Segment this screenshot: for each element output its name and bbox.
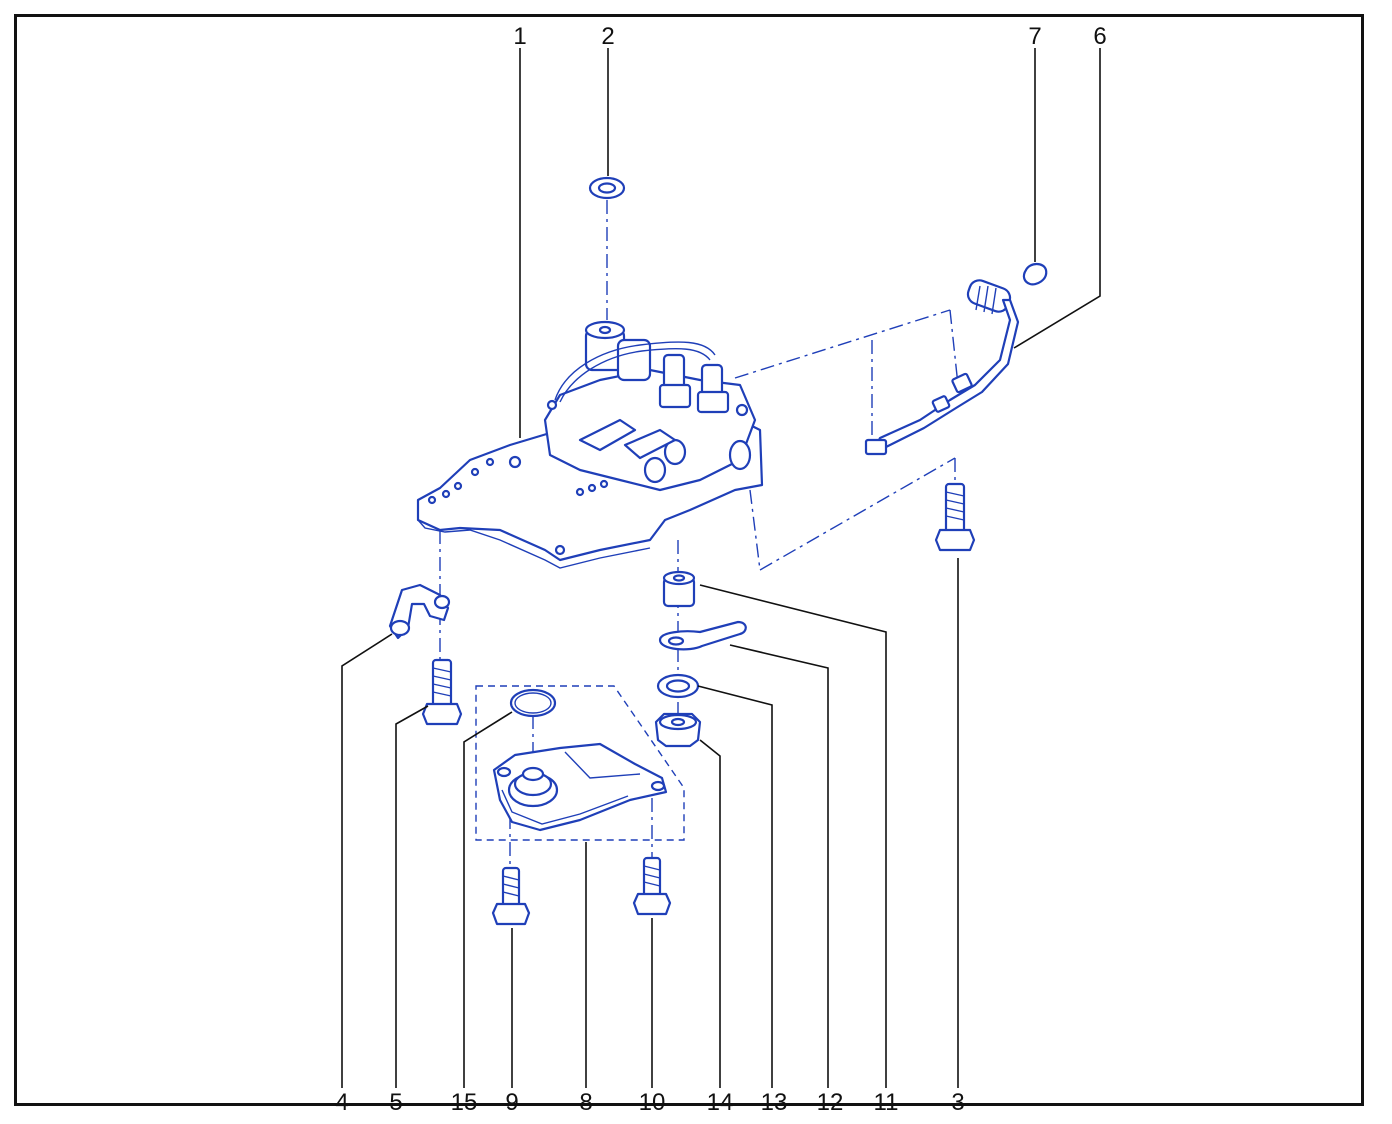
callout-1: 1 [513, 23, 526, 50]
part-10-bolt [632, 856, 672, 916]
callout-12: 12 [817, 1089, 844, 1116]
centerlines [439, 200, 959, 865]
part-12-clip [658, 620, 747, 651]
part-6-harness [864, 279, 1020, 456]
callout-9: 9 [505, 1089, 518, 1116]
callout-13: 13 [761, 1089, 788, 1116]
callout-6: 6 [1093, 23, 1106, 50]
diagram-frame [14, 14, 1364, 1106]
part-3-bolt [934, 482, 976, 552]
callout-11: 11 [874, 1089, 899, 1116]
callout-8: 8 [579, 1089, 592, 1116]
part-5-bolt [421, 658, 463, 726]
part-11-sleeve [662, 570, 696, 608]
callout-5: 5 [389, 1089, 402, 1116]
part-4-bracket [388, 583, 451, 640]
callout-4: 4 [335, 1089, 348, 1116]
callout-7: 7 [1028, 23, 1041, 50]
part-14-nut [654, 712, 702, 748]
part-1-valve-body [416, 320, 764, 569]
callout-15: 15 [451, 1089, 478, 1116]
callout-2: 2 [601, 23, 614, 50]
part-13-washer [656, 673, 700, 699]
callout-numbers: 1 2 7 6 4 5 15 9 8 10 14 13 12 11 3 [335, 23, 1106, 1116]
part-2-washer [588, 176, 626, 200]
callout-10: 10 [639, 1089, 666, 1116]
part-8-filter-assembly [475, 685, 685, 841]
callout-3: 3 [951, 1089, 964, 1116]
leader-lines [341, 48, 1101, 1088]
part-15-oring [509, 688, 557, 718]
part-9-bolt [491, 866, 531, 926]
part-7-cap [1022, 262, 1048, 286]
callout-14: 14 [707, 1089, 734, 1116]
